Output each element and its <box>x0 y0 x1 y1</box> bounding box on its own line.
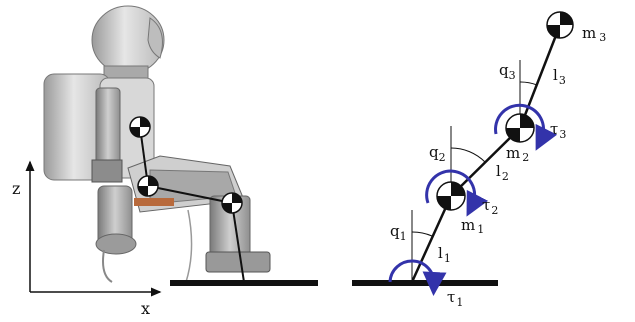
axis-z-label: z <box>12 179 20 198</box>
angle-arc-q1 <box>411 231 433 237</box>
link-1 <box>410 195 453 283</box>
angle-label-q1: q1 <box>390 222 407 243</box>
com-marker-lower <box>221 192 243 214</box>
coordinate-axes <box>25 160 162 297</box>
angle-label-q2: q2 <box>429 143 446 164</box>
axis-x-label: x <box>141 299 150 318</box>
link-2 <box>450 127 521 197</box>
length-label-3: l3 <box>553 66 566 87</box>
torque-arrow-2 <box>425 169 489 217</box>
ground-right <box>352 280 498 286</box>
com-marker-upper <box>129 116 151 138</box>
mass-marker-3 <box>546 11 574 39</box>
torque-label-1: τ1 <box>447 288 463 309</box>
mass-markers <box>436 11 574 211</box>
torque-label-3: τ3 <box>550 120 566 141</box>
model-links <box>410 24 562 283</box>
torque-label-2: τ2 <box>482 196 498 217</box>
length-label-1: l1 <box>438 244 451 265</box>
com-marker-middle <box>137 175 159 197</box>
angle-arc-q3 <box>519 81 538 86</box>
mass-marker-1 <box>436 181 466 211</box>
torque-arrows <box>388 103 558 296</box>
robot-joint-markers <box>129 116 243 214</box>
torque-arrow-3 <box>494 103 558 151</box>
robot-illustration <box>43 5 271 283</box>
link-3 <box>518 24 562 129</box>
length-label-2: l2 <box>496 162 509 183</box>
torque-arrow-1 <box>388 259 447 296</box>
mass-marker-2 <box>505 113 535 143</box>
ground-left <box>170 280 318 286</box>
angle-arcs <box>411 81 538 237</box>
angle-label-q3: q3 <box>499 61 516 82</box>
angle-arc-q2 <box>450 147 486 163</box>
